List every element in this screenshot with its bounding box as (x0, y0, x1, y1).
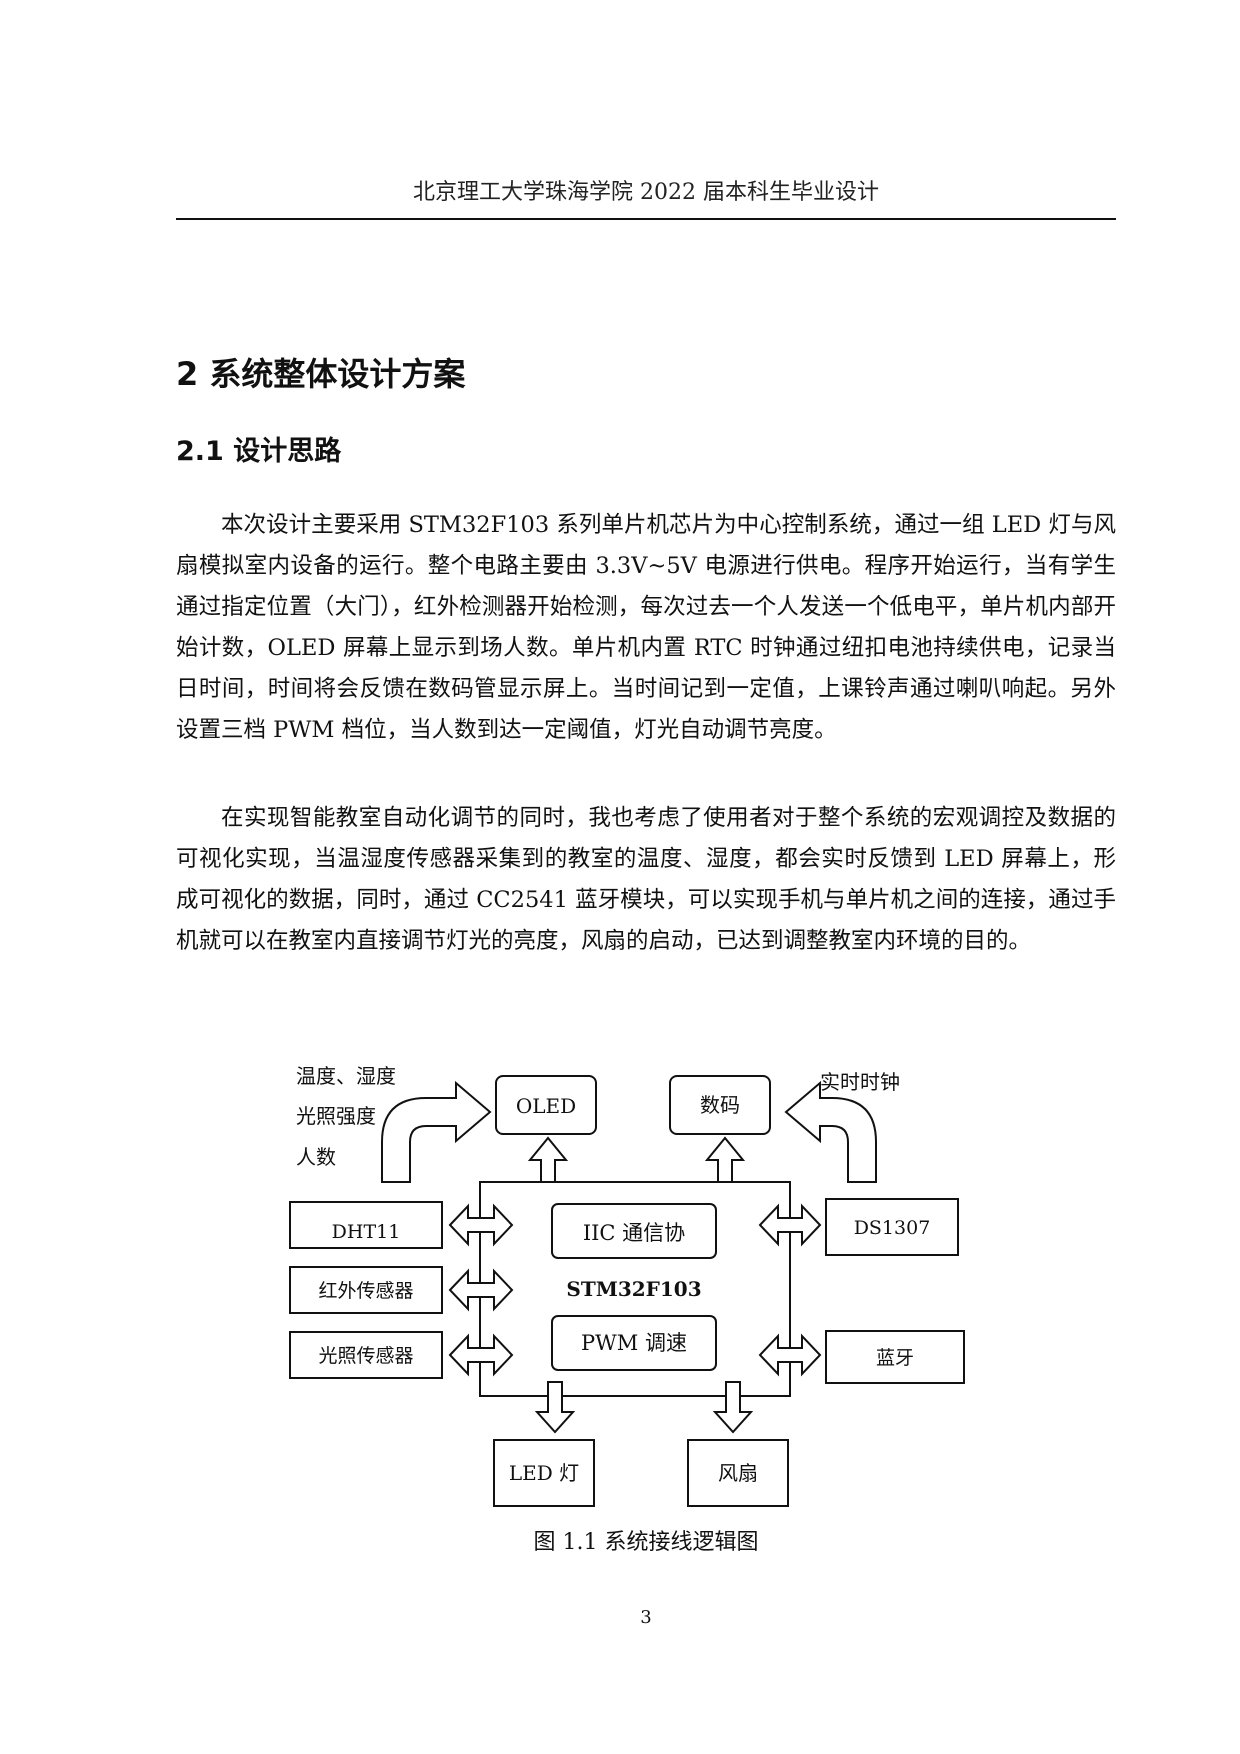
led-lamp-label: LED 灯 (509, 1461, 579, 1485)
mcu-label: STM32F103 (566, 1277, 701, 1301)
header-rule (176, 218, 1116, 220)
up-arrow-oled (527, 1136, 569, 1183)
paragraph-design-overview: 本次设计主要采用 STM32F103 系列单片机芯片为中心控制系统，通过一组 L… (176, 512, 1116, 743)
annotation-realtime-clock: 实时时钟 (820, 1070, 900, 1094)
double-arrow-infrared (448, 1268, 514, 1312)
down-arrow-led (534, 1381, 576, 1434)
bluetooth-label: 蓝牙 (876, 1347, 914, 1369)
annotation-temp-humidity: 温度、湿度 (296, 1064, 396, 1088)
double-arrow-ds1307 (758, 1203, 822, 1247)
dht11-box (289, 1201, 443, 1249)
led-lamp-box (493, 1439, 595, 1507)
double-arrow-light-sensor (448, 1333, 514, 1377)
iic-box (551, 1203, 717, 1259)
system-wiring-diagram: 温度、湿度 光照强度 人数 实时时钟 OLED 数码 DHT11 红外传感器 光… (289, 1064, 965, 1507)
oled-box (495, 1075, 597, 1135)
infrared-sensor-label: 红外传感器 (318, 1280, 413, 1302)
dht11-label: DHT11 (332, 1221, 401, 1243)
ds1307-label: DS1307 (854, 1217, 931, 1239)
bluetooth-box (825, 1330, 965, 1384)
oled-label: OLED (516, 1094, 576, 1118)
pwm-box (551, 1315, 717, 1371)
page-number: 3 (640, 1607, 652, 1628)
light-sensor-label: 光照传感器 (318, 1345, 413, 1367)
section-heading: 2 系统整体设计方案 (176, 355, 466, 393)
curved-arrow-to-oled (381, 1080, 492, 1183)
fan-box (687, 1439, 789, 1507)
iic-label: IIC 通信协 (583, 1221, 685, 1245)
annotation-light-intensity: 光照强度 (296, 1104, 376, 1128)
light-sensor-box (289, 1331, 443, 1379)
infrared-sensor-box (289, 1266, 443, 1314)
figure-caption: 图 1.1 系统接线逻辑图 (533, 1530, 759, 1555)
fan-label: 风扇 (718, 1461, 758, 1485)
down-arrow-fan (712, 1381, 754, 1434)
digit-tube-label: 数码 (700, 1093, 740, 1117)
annotation-people-count: 人数 (296, 1145, 336, 1169)
up-arrow-digit-tube (704, 1136, 746, 1183)
running-header: 北京理工大学珠海学院 2022 届本科生毕业设计 (413, 180, 879, 205)
double-arrow-bluetooth (758, 1333, 822, 1377)
pwm-label: PWM 调速 (581, 1331, 687, 1355)
subsection-heading: 2.1 设计思路 (176, 436, 342, 467)
double-arrow-dht11 (448, 1203, 514, 1247)
paragraph-design-visualization: 在实现智能教室自动化调节的同时，我也考虑了使用者对于整个系统的宏观调控及数据的可… (176, 805, 1116, 954)
digit-tube-box (669, 1075, 771, 1135)
ds1307-box (825, 1198, 959, 1256)
curved-arrow-to-digit-tube (784, 1080, 877, 1183)
